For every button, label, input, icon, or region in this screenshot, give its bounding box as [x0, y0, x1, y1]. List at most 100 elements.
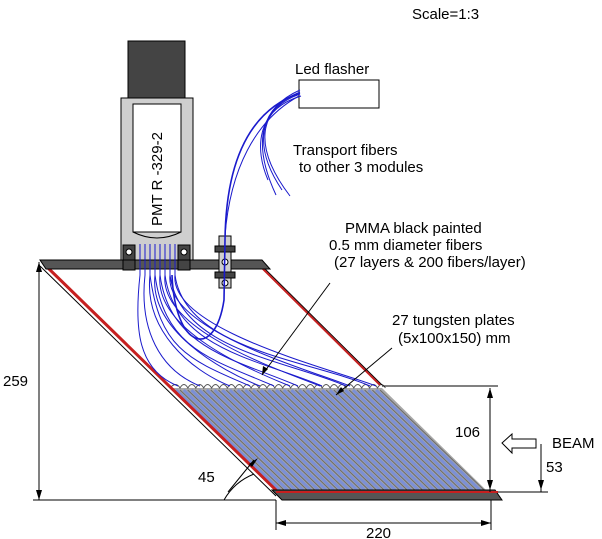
tungsten-plate	[302, 389, 408, 491]
transport-fiber	[264, 93, 301, 197]
fiber-layer	[298, 388, 405, 492]
tungsten-plate	[233, 389, 339, 491]
tungsten-plate	[364, 389, 469, 491]
tungsten-plate	[202, 389, 308, 491]
fiber-layer	[344, 388, 451, 492]
angle-arrow	[249, 458, 258, 467]
fiber-layer	[313, 388, 420, 492]
tungsten-plate	[310, 389, 416, 491]
fiber-layer	[359, 388, 466, 492]
dim-259-label: 259	[3, 373, 28, 390]
dim-220-label: 220	[366, 525, 391, 539]
pmma-line3: (27 layers & 200 fibers/layer)	[334, 254, 526, 271]
tungsten-plate	[264, 389, 369, 491]
layer-top-edge	[169, 384, 386, 390]
tungsten-plate	[248, 389, 354, 491]
tungsten-plate	[256, 389, 362, 491]
dim-106-label: 106	[455, 424, 480, 441]
tungsten-plate	[179, 389, 285, 491]
tungsten-plate	[371, 389, 477, 491]
tungsten-leader	[335, 347, 393, 396]
transport-line1: Transport fibers	[293, 142, 397, 159]
tungsten-fiber-layers	[169, 384, 486, 492]
fiber-layer	[236, 388, 343, 492]
dim-106-arrow-bottom	[487, 480, 493, 490]
pmt-tube	[132, 103, 182, 233]
fiber-layer	[282, 388, 389, 492]
fiber-layer	[367, 388, 474, 492]
fiber-layer	[290, 388, 397, 492]
transport-line2: to other 3 modules	[299, 159, 423, 176]
back-plate-edge	[261, 267, 381, 386]
fiber-layer	[244, 388, 351, 492]
pmt-window	[132, 231, 182, 239]
tungsten-plate	[279, 389, 385, 491]
angle-arc	[223, 473, 255, 501]
module-fiber	[154, 274, 261, 387]
fiber-layer	[190, 388, 297, 492]
tungsten-plate	[271, 389, 377, 491]
transport-fiber	[263, 91, 301, 191]
module-fiber	[174, 274, 371, 387]
tungsten-plate	[210, 389, 316, 491]
tungsten-plate	[241, 389, 346, 491]
calibration-fiber	[171, 92, 301, 340]
beam-arrow	[501, 432, 537, 455]
pmma-line2: 0.5 mm diameter fibers	[329, 237, 482, 254]
tungsten-plate	[333, 389, 439, 491]
fiber-layer	[267, 388, 374, 492]
transport-fiber	[261, 89, 301, 196]
fiber-layer	[321, 388, 428, 492]
tungsten-plate	[195, 389, 300, 491]
fiber-layer	[221, 388, 328, 492]
tungsten-line2: (5x100x150) mm	[398, 330, 511, 347]
tungsten-plate	[218, 389, 323, 491]
fiber-layer	[174, 388, 282, 492]
transport-fiber	[260, 95, 302, 181]
tungsten-plate	[295, 389, 400, 491]
pmt-collar-left	[122, 259, 136, 271]
fiber-layer	[251, 388, 358, 492]
led-fiber	[224, 95, 300, 237]
tungsten-plate	[225, 389, 331, 491]
led-flasher-label: Led flasher	[295, 61, 369, 78]
beam-label: BEAM	[552, 435, 595, 452]
module-fiber	[169, 274, 347, 387]
dim-106-arrow-top	[487, 388, 493, 398]
fiber-layer	[228, 388, 335, 492]
module-outline-right	[261, 265, 383, 386]
dim-259-arrow-bottom	[36, 490, 42, 500]
fiber-layer	[198, 388, 305, 492]
dim-53-arrow-bottom	[538, 480, 544, 490]
pmt-collar-right	[177, 259, 191, 271]
tungsten-plate	[356, 389, 462, 491]
tungsten-plate	[341, 389, 446, 491]
angle-label: 45	[198, 469, 215, 486]
fiber-layer	[328, 388, 435, 492]
module-outline-left	[39, 265, 277, 497]
fiber-layer	[374, 388, 482, 492]
fiber-layer	[213, 388, 320, 492]
module-fiber	[159, 274, 291, 387]
module-fiber	[149, 274, 251, 387]
module-fiber	[169, 274, 351, 387]
scale-label: Scale=1:3	[412, 6, 479, 23]
tungsten-line1: 27 tungsten plates	[392, 312, 515, 329]
angle-leader	[227, 459, 255, 493]
module-fiber	[164, 274, 321, 387]
module-fiber	[137, 274, 179, 387]
fiber-layer	[351, 388, 458, 492]
tungsten-plate	[287, 389, 393, 491]
dim-220-arrow-right	[481, 520, 491, 526]
module-fiber	[143, 274, 201, 387]
tungsten-plate	[379, 389, 485, 491]
fiber-layer	[259, 388, 366, 492]
tungsten-plate	[187, 389, 293, 491]
dim-259-arrow-top	[36, 262, 42, 272]
pmt-label: PMT R -329-2	[149, 132, 166, 226]
tungsten-plate	[318, 389, 423, 491]
tungsten-plate	[325, 389, 431, 491]
module-fiber	[149, 274, 231, 387]
fiber-layer	[336, 388, 443, 492]
